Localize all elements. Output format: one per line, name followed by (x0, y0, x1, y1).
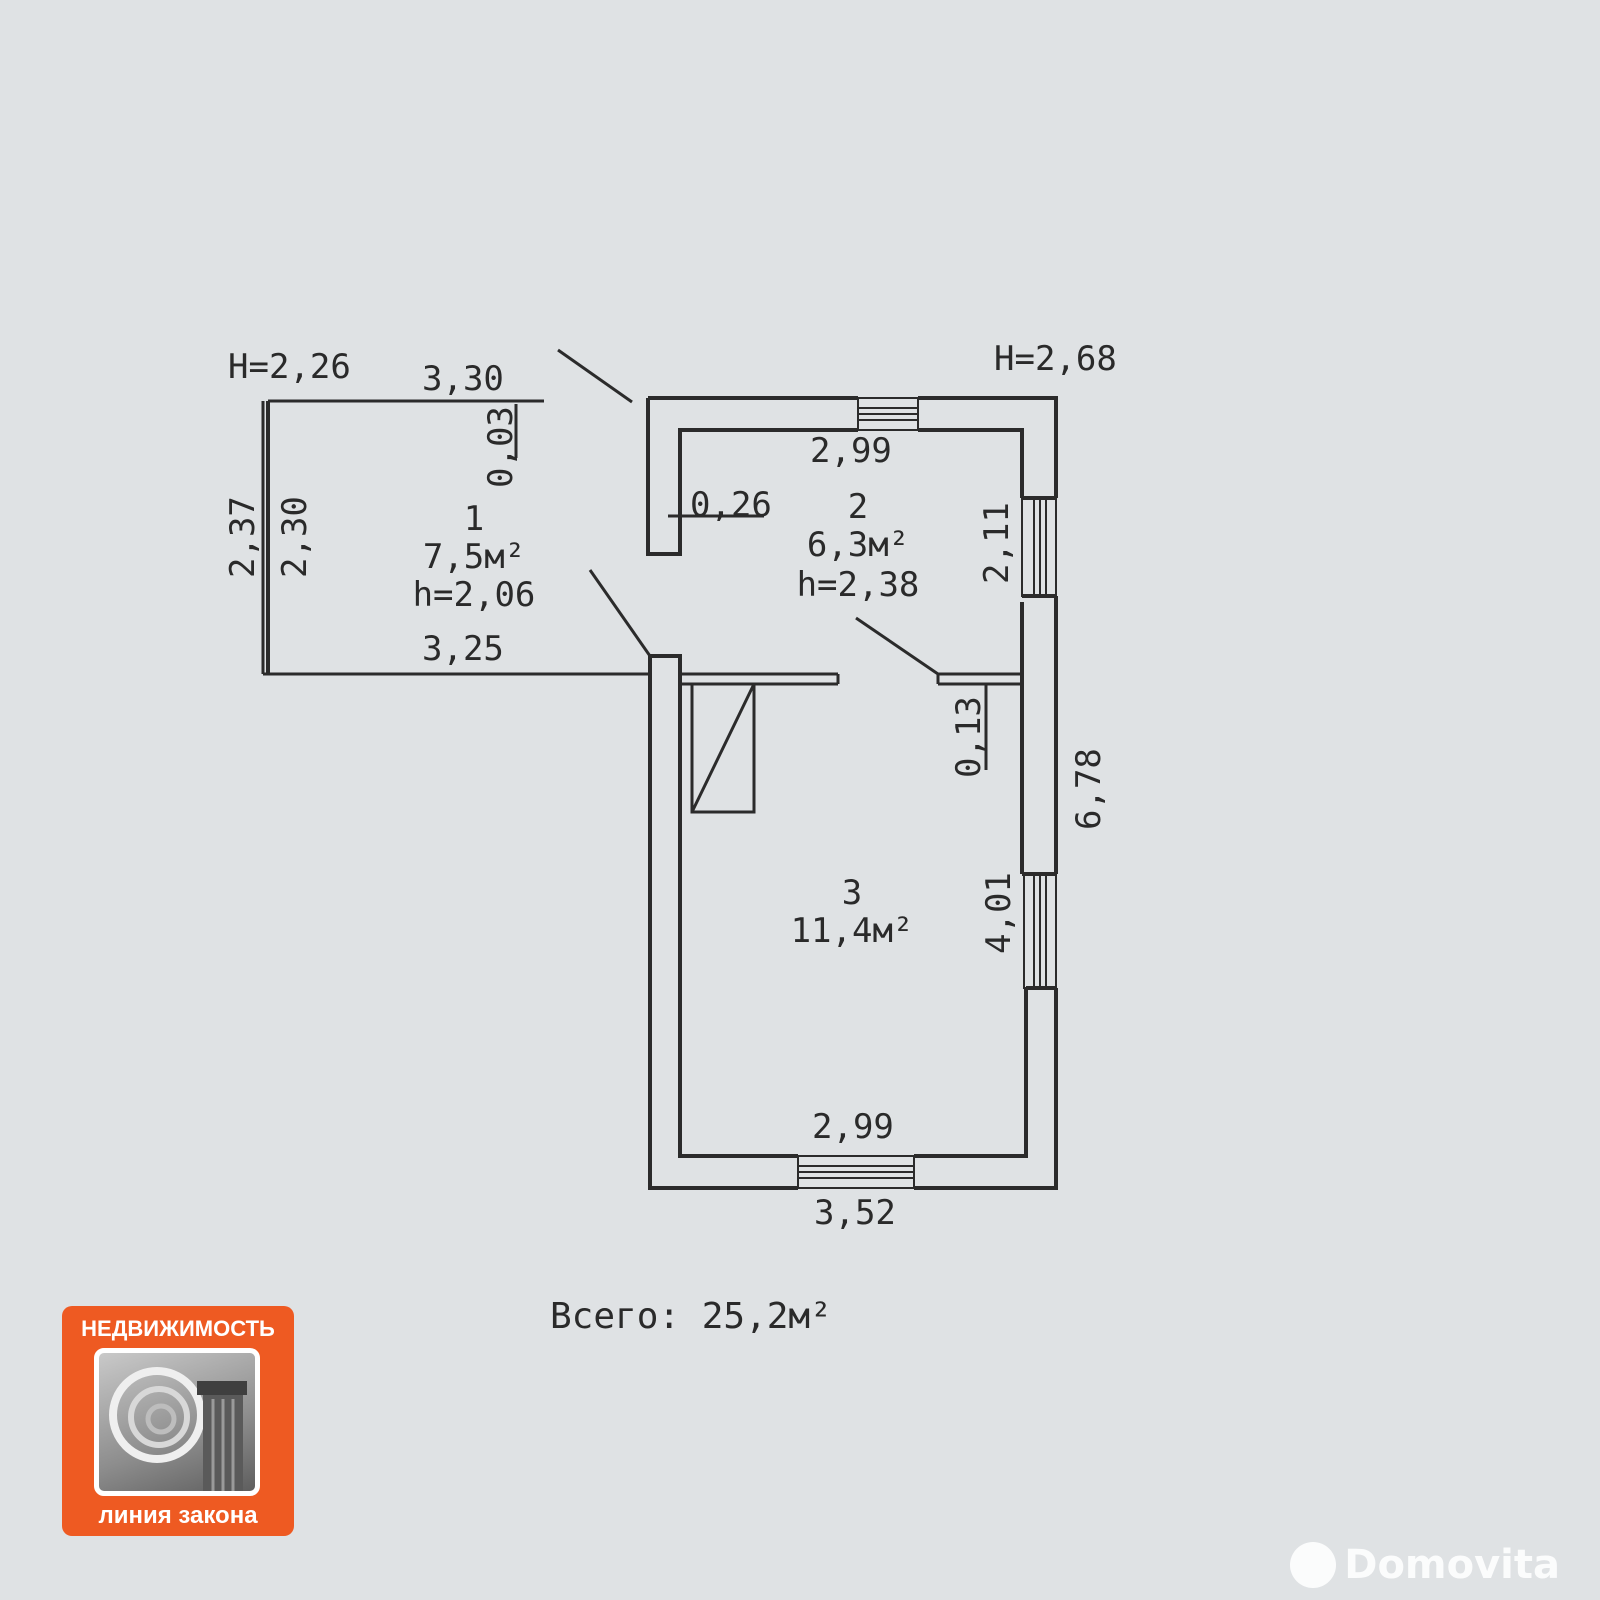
height-left: H=2,26 (228, 347, 351, 387)
room-3-label: 3 11,4м² (791, 873, 914, 951)
dim-room1-outer-left: 2,37 (223, 496, 263, 578)
windows (797, 397, 1057, 1189)
height-right: H=2,68 (994, 339, 1117, 379)
room-height: h=2,06 (413, 575, 536, 615)
window-right-lower (1023, 873, 1057, 989)
room-number: 1 (464, 499, 484, 539)
room-area: 6,3м² (807, 525, 909, 565)
room-number: 2 (848, 487, 868, 527)
logo-bottom-text: линия закона (98, 1502, 258, 1529)
door-swings (557, 348, 939, 676)
dim-outer-bottom: 3,52 (814, 1193, 896, 1233)
room-area: 11,4м² (791, 911, 914, 951)
dim-wall-013: 0,13 (949, 696, 989, 778)
room-2-label: 2 6,3м² h=2,38 (797, 487, 920, 605)
dim-room2-right: 2,11 (977, 502, 1017, 584)
room-area: 7,5м² (423, 537, 525, 577)
dim-room1-wall: 0,03 (481, 406, 521, 488)
dim-right-total: 6,78 (1069, 748, 1109, 830)
room-1-label: 1 7,5м² h=2,06 (413, 499, 536, 615)
agency-logo: НЕДВИЖИМОСТЬ линия закона (62, 1306, 294, 1536)
main-walls (646, 396, 1058, 1190)
watermark-text: Domovita (1344, 1542, 1560, 1588)
dim-room3-inner-bottom: 2,99 (812, 1107, 894, 1147)
dim-partition: 0,26 (690, 485, 772, 525)
column-emblem-icon (94, 1348, 260, 1496)
total-area: Всего: 25,2м² (550, 1296, 832, 1337)
window-right-upper (1021, 497, 1057, 597)
window-top (857, 397, 919, 431)
logo-top-text: НЕДВИЖИМОСТЬ (81, 1316, 275, 1341)
dim-room1-inner-left: 2,30 (275, 496, 315, 578)
dim-room3-right: 4,01 (979, 872, 1019, 954)
room-number: 3 (842, 873, 862, 913)
watermark-logo-icon (1290, 1542, 1337, 1588)
room-height: h=2,38 (797, 565, 920, 605)
dim-room2-top: 2,99 (810, 431, 892, 471)
domovita-watermark: Domovita (1290, 1540, 1560, 1590)
dim-room1-bottom: 3,25 (422, 629, 504, 669)
window-bottom (797, 1155, 915, 1189)
dim-room1-top: 3,30 (422, 359, 504, 399)
room-1-outline (261, 399, 650, 676)
